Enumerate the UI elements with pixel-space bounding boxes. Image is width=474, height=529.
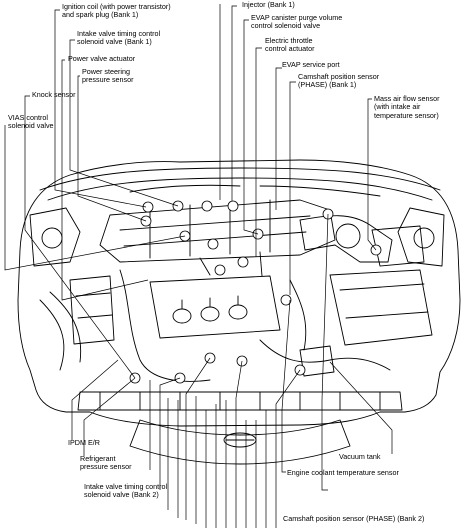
label-evap-purge-valve: EVAP canister purge volume control solen… [251,13,343,31]
label-knock: Knock sensor [32,90,76,99]
label-vias: VIAS control solenoid valve [8,113,54,131]
engine-bay-outline [17,159,461,427]
strut-tower-right [397,207,445,267]
label-injector: Injector (Bank 1) [242,0,295,9]
label-cmp-bank2: Camshaft position sensor (PHASE) (Bank 2… [283,514,425,523]
label-refrigerant: Refrigerant pressure sensor [80,454,132,472]
label-ipdm: IPDM E/R [68,438,100,447]
valve-cover [149,275,281,339]
label-etc-actuator: Electric throttle control actuator [265,36,315,54]
grille [129,419,351,465]
label-power-valve: Power valve actuator [68,54,136,63]
leader-lines [4,4,393,528]
radiator [77,391,403,411]
air-duct [299,215,393,263]
strut-tower-left [29,207,81,267]
air-cleaner-box [329,269,433,346]
label-ivt-bank1: Intake valve timing control solenoid val… [77,29,161,47]
ipdm-box [69,275,115,345]
label-maf: Mass air flow sensor (with intake air te… [374,94,440,120]
label-ignition-coil: Ignition coil (with power transistor) an… [62,2,171,20]
intake-plenum [99,199,336,263]
label-evap-port: EVAP service port [282,60,340,69]
label-vacuum-tank: Vacuum tank [339,452,381,461]
callout-markers [129,200,382,384]
label-cmp-bank1: Camshaft position sensor (PHASE) (Bank 1… [298,72,380,90]
label-ivt-bank2: Intake valve timing control solenoid val… [84,482,168,500]
label-ect: Engine coolant temperature sensor [287,468,399,477]
label-ps-pressure: Power steering pressure sensor [82,67,134,85]
